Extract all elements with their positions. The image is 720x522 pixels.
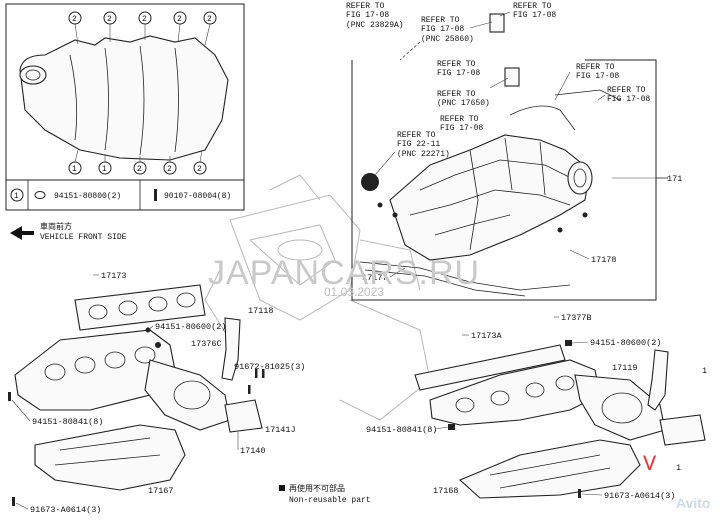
direction-en: VEHICLE FRONT SIDE (40, 233, 127, 242)
legend-jp: 再使用不可部品 (289, 483, 345, 494)
refer-note-2-l1: REFER TO (421, 16, 460, 25)
arrow-left-icon (10, 226, 34, 240)
key-2-partnumber: 90107-08004(8) (164, 192, 231, 201)
label-17119: 17119 (612, 363, 638, 373)
refer-note-8-l2: FIG 22-11 (397, 140, 440, 149)
heat-insulator-17167 (34, 424, 186, 491)
refer-note-8-l1: REFER TO (397, 131, 436, 140)
exhaust-gasket-17173 (74, 284, 206, 331)
inset-intake-manifold (19, 35, 229, 161)
legend-en: Non-reusable part (289, 496, 371, 505)
label-17141: 17141J (265, 425, 296, 435)
label-17140: 17140 (240, 446, 266, 456)
callout-2: 2 (72, 15, 77, 24)
callout-2: 2 (142, 15, 147, 24)
red-check-mark: V (643, 452, 657, 477)
label-94151-80600-right: 94151-80600(2) (590, 338, 661, 348)
exhaust-gasket-17173a (414, 344, 566, 391)
refer-note-6-l1: REFER TO (437, 90, 476, 99)
refer-note-8-pnc: (PNC 22271) (397, 150, 450, 159)
catalytic-converter-right (574, 374, 666, 441)
refer-note-7-l1: REFER TO (440, 115, 479, 124)
catalytic-converter-left (144, 359, 231, 431)
legend: 再使用不可部品 Non-reusable part (279, 483, 371, 505)
callout-1: 1 (72, 165, 77, 174)
label-91673-right: 91673-A0614(3) (604, 491, 675, 501)
label-1-right: 1 (702, 366, 707, 376)
callout-2: 2 (197, 165, 202, 174)
inset-callouts-top: 2 2 2 2 2 (68, 11, 217, 46)
refer-note-7-l2: FIG 17-08 (440, 124, 483, 133)
refer-note-5-l1: REFER TO (437, 60, 476, 69)
right-exhaust-assembly: 17173A 17377B 94151-80600(2) 17119 94151… (366, 174, 707, 501)
callout-2: 2 (177, 15, 182, 24)
engine-block-ghost (204, 174, 431, 421)
refer-notes: REFER TO FIG 17-08 (PNC 23829A) REFER TO… (346, 2, 650, 176)
label-17168: 17168 (433, 486, 459, 496)
refer-note-4-l2: FIG 17-08 (576, 72, 619, 81)
refer-note-3-l2: FIG 17-08 (513, 11, 556, 20)
label-17377b: 17377B (561, 313, 592, 323)
label-91672: 91672-81025(3) (234, 362, 305, 372)
stay-17118 (221, 317, 241, 381)
vsv-part (504, 67, 520, 87)
label-94151-80841-left: 94151-80841(8) (32, 417, 103, 427)
inset-box: 2 2 2 2 2 1 1 2 2 2 1 94151-80800(2) (5, 3, 245, 211)
callout-2: 2 (107, 15, 112, 24)
label-1-right-lower: 1 (676, 463, 681, 473)
refer-note-6b-l1: REFER TO (607, 86, 646, 95)
stay-17119 (647, 349, 669, 411)
key-1-partnumber: 94151-80800(2) (54, 192, 121, 201)
avito-watermark: Avito (676, 495, 710, 511)
refer-note-5-pnc: (PNC 17650) (437, 99, 490, 108)
direction-jp: 車両前方 (40, 221, 72, 232)
label-91673-left: 91673-A0614(3) (30, 505, 101, 515)
label-94151-80600-left: 94151-80600(2) (155, 322, 226, 332)
gasket-part (361, 173, 379, 191)
label-17167: 17167 (148, 486, 174, 496)
callout-2: 2 (207, 15, 212, 24)
gasket-17177 (359, 261, 571, 291)
key-1-label: 1 (14, 192, 19, 201)
refer-note-2-pnc: (PNC 25860) (421, 35, 474, 44)
callout-2: 2 (137, 165, 142, 174)
throttle-body (567, 161, 593, 195)
direction-indicator: 車両前方 VEHICLE FRONT SIDE (10, 221, 127, 242)
label-17177: 17177 (362, 273, 388, 283)
refer-note-5-l2: FIG 17-08 (437, 69, 480, 78)
watermark-date: 01.03.2023 (324, 285, 384, 299)
sensor-part (489, 13, 505, 33)
left-exhaust-assembly: 17173 17118 94151-80600(2) 17376C 94151-… (8, 271, 305, 515)
non-reusable-square-icon (279, 485, 285, 491)
exhaust-pipe-left (224, 399, 263, 433)
exhaust-pipe-right (659, 414, 706, 446)
watermark-text: JAPANCARS.RU (208, 254, 480, 292)
label-94151-80841-right: 94151-80841(8) (366, 425, 437, 435)
refer-note-2-l2: FIG 17-08 (421, 25, 464, 34)
refer-note-1-l2: FIG 17-08 (346, 11, 389, 20)
label-171: 171 (667, 174, 682, 184)
bolt-icon (154, 189, 157, 201)
intake-detail-frame (351, 13, 668, 301)
refer-note-4-l1: REFER TO (576, 63, 615, 72)
refer-note-1-l1: REFER TO (346, 2, 385, 11)
refer-note-3-l1: REFER TO (513, 2, 552, 11)
heat-insulator-17168 (458, 439, 641, 499)
label-17173a: 17173A (471, 331, 503, 341)
callout-1: 1 (102, 165, 107, 174)
label-17178: 17178 (591, 255, 617, 265)
refer-note-6b-l2: FIG 17-08 (607, 95, 650, 104)
label-17173: 17173 (101, 271, 127, 281)
label-17376c: 17376C (191, 339, 222, 349)
inset-callouts-bottom: 1 1 2 2 2 (68, 149, 207, 175)
label-17118: 17118 (248, 306, 274, 316)
callout-2: 2 (167, 165, 172, 174)
refer-note-1-pnc: (PNC 23829A) (346, 21, 404, 30)
